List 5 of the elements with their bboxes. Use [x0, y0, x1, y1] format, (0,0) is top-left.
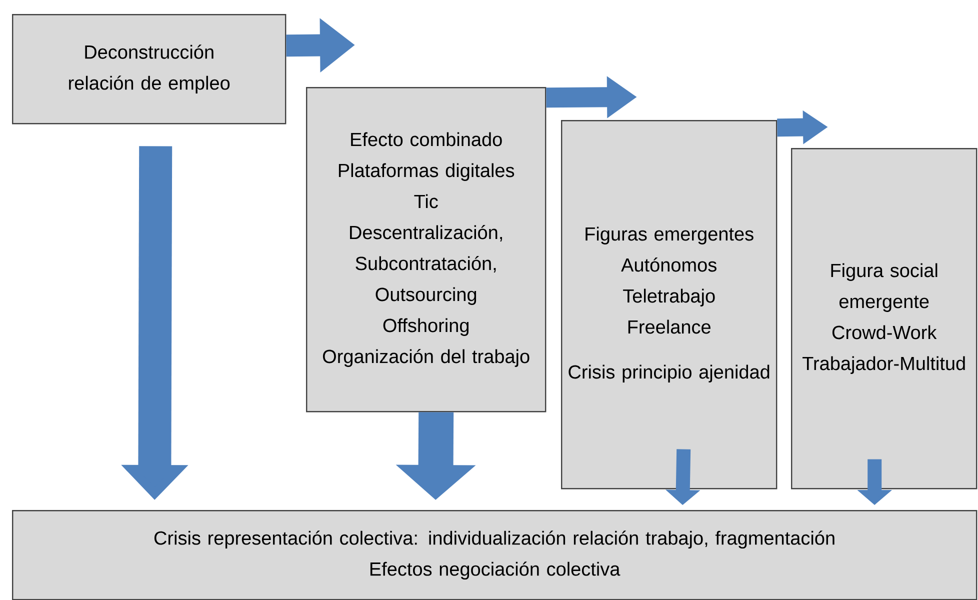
process-box: Figura social emergente Crowd-Work Trabajador-Multitud — [791, 148, 978, 490]
process-box: Crisis representación colectiva: individualización relación trabajo, fragmentación Efectos negociación colectiva — [12, 510, 978, 600]
process-box: Deconstrucción relación de empleo — [12, 14, 286, 124]
process-box: Figuras emergentes Autónomos Teletrabajo Freelance Crisis principio ajenidad — [561, 120, 778, 490]
process-box: Efecto combinado Plataformas digitales Tic Descentralización, Subcontratación, Outsourcing Offshoring Organización del trabajo — [306, 87, 546, 412]
